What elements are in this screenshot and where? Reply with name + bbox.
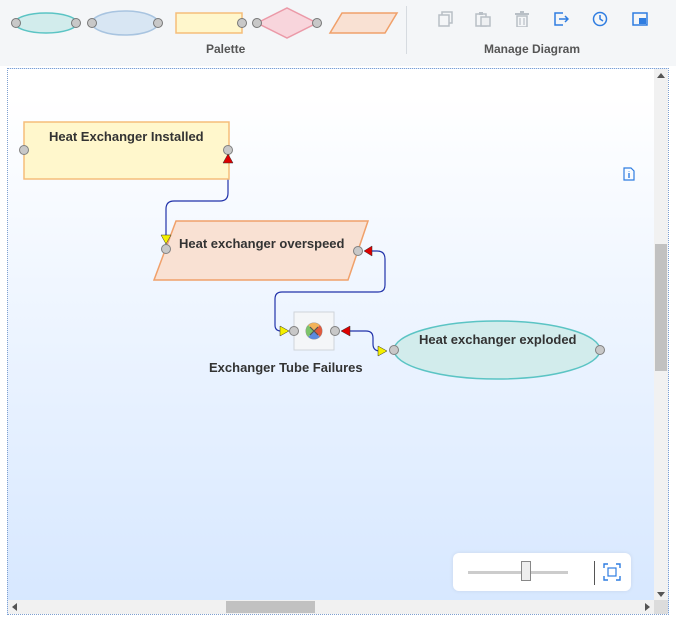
- node-exchanger-tube-failures-gate[interactable]: [279, 311, 351, 351]
- paste-button[interactable]: [471, 8, 495, 30]
- arrow-in-gate-left: [279, 325, 290, 337]
- toolbar: Palette Manage Diagram: [0, 0, 676, 66]
- link-overspeed-to-installed: [165, 159, 229, 249]
- diagram-canvas[interactable]: Heat Exchanger Installed Heat exchanger …: [7, 68, 669, 615]
- layout-icon: [632, 12, 648, 26]
- palette-label: Palette: [206, 42, 246, 56]
- label-heat-exchanger-installed: Heat Exchanger Installed: [49, 129, 204, 144]
- node-heat-exchanger-installed[interactable]: [19, 121, 234, 180]
- vertical-scrollbar[interactable]: [654, 69, 668, 601]
- export-icon: [554, 12, 569, 26]
- diamond-pink-icon[interactable]: [252, 7, 322, 39]
- link-gate-to-overspeed: [274, 250, 386, 332]
- scrollbar-corner: [654, 600, 668, 614]
- label-exchanger-tube-failures: Exchanger Tube Failures: [209, 360, 363, 375]
- zoom-slider-handle[interactable]: [521, 561, 531, 581]
- label-heat-exchanger-overspeed: Heat exchanger overspeed: [179, 236, 345, 251]
- info-icon[interactable]: [623, 167, 635, 181]
- history-button[interactable]: [588, 8, 612, 30]
- copy-button[interactable]: [433, 8, 457, 30]
- export-button[interactable]: [549, 8, 573, 30]
- delete-icon: [515, 11, 529, 27]
- scroll-down-icon[interactable]: [657, 592, 665, 597]
- ellipse-blue-icon[interactable]: [87, 10, 163, 36]
- scroll-up-icon[interactable]: [657, 73, 665, 78]
- arrow-in-overspeed-left: [160, 234, 172, 245]
- arrow-in-overspeed-right: [363, 245, 373, 257]
- paste-icon: [475, 12, 491, 27]
- layout-button[interactable]: [628, 8, 652, 30]
- parallelogram-orange-icon[interactable]: [328, 12, 399, 34]
- vertical-scroll-thumb[interactable]: [655, 244, 667, 371]
- scroll-left-icon[interactable]: [12, 603, 17, 611]
- manage-diagram-label: Manage Diagram: [484, 42, 581, 56]
- label-heat-exchanger-exploded: Heat exchanger exploded: [419, 332, 577, 347]
- link-exploded-to-gate: [348, 330, 384, 352]
- horizontal-scroll-thumb[interactable]: [226, 601, 315, 613]
- node-heat-exchanger-overspeed[interactable]: [152, 220, 373, 281]
- diagram-links: [19, 121, 605, 380]
- toolbar-divider: [406, 6, 407, 54]
- scroll-right-icon[interactable]: [645, 603, 650, 611]
- arrow-in-exploded: [377, 345, 388, 357]
- delete-button[interactable]: [510, 8, 534, 30]
- palette: [11, 7, 399, 39]
- zoom-divider: [594, 561, 595, 585]
- horizontal-scrollbar[interactable]: [8, 600, 654, 614]
- fit-to-screen-icon[interactable]: [603, 563, 621, 581]
- zoom-control: [453, 553, 631, 591]
- node-heat-exchanger-exploded[interactable]: [377, 320, 605, 380]
- rectangle-yellow-icon[interactable]: [175, 12, 247, 34]
- copy-icon: [438, 11, 453, 27]
- zoom-slider-track[interactable]: [468, 571, 568, 574]
- history-icon: [592, 11, 608, 27]
- arrow-in-gate-right: [340, 325, 351, 337]
- arrow-in-installed: [222, 153, 234, 164]
- ellipse-green-icon[interactable]: [11, 12, 81, 34]
